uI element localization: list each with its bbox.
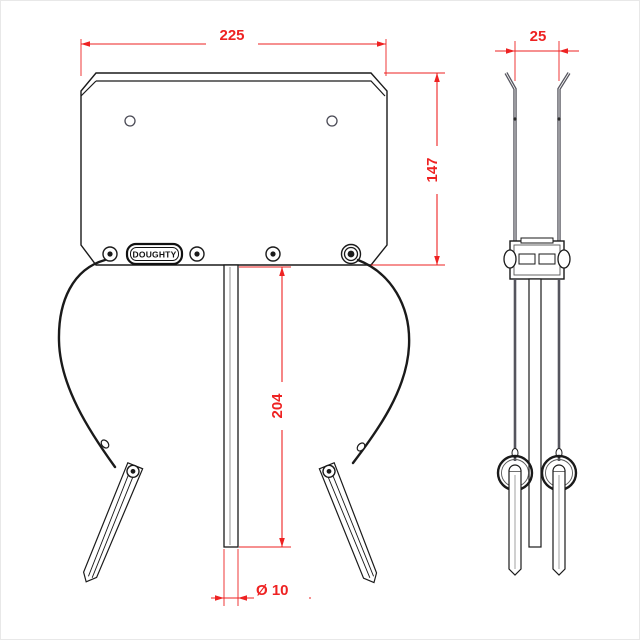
dimension-spigot-diameter: Ø 10 [211, 549, 311, 606]
dimension-height: 147 [371, 72, 446, 266]
bolt-left [102, 246, 118, 262]
bracket-knob-right [557, 249, 571, 269]
safety-cable-left [57, 258, 144, 583]
mounting-hole-left [124, 115, 136, 127]
plate-top-lip [96, 80, 386, 97]
plate-body [80, 72, 388, 266]
rod-left-highlight [505, 72, 516, 241]
dim-dia-arrow-left [215, 595, 224, 601]
rod-left-mark [513, 117, 517, 121]
dimension-depth: 25 [495, 27, 579, 81]
bracket-top-cap [520, 237, 554, 244]
dim-spigot-value: 204 [269, 393, 286, 419]
side-rod-left [504, 72, 517, 241]
rod-left-shaft [504, 72, 517, 241]
dim-depth-text-bg [521, 27, 555, 45]
dim-width-value: 225 [219, 27, 244, 44]
dim-dia-text-bg [254, 581, 309, 599]
bracket-knob-left [503, 249, 517, 269]
side-view [496, 72, 578, 576]
spigot-body [223, 264, 239, 548]
rod-right-mark [557, 117, 561, 121]
logo-badge-inner [130, 247, 179, 261]
rod-right-highlight [558, 72, 570, 241]
dim-depth-arrow-left [506, 48, 515, 54]
bolt-center [265, 246, 281, 262]
doughty-logo: DOUGHTY [125, 242, 184, 266]
plate-outline [80, 72, 388, 266]
dim-spigot-text-bg [273, 382, 291, 430]
cable-left-ferrule [100, 439, 110, 449]
bolt-right [340, 243, 362, 265]
dim-dia-arrow-right [238, 595, 247, 601]
side-spigot [528, 278, 542, 548]
center-spigot [223, 264, 239, 548]
dim-width-text-bg [206, 27, 258, 45]
cable-left-wire [57, 258, 117, 469]
dim-depth-value: 25 [530, 28, 547, 45]
mounting-hole-right [326, 115, 338, 127]
front-view: DOUGHTY [57, 72, 411, 584]
cable-right-clip [318, 461, 378, 584]
dimension-width: 225 [80, 27, 387, 76]
dim-spigot-arrow-bottom [279, 538, 285, 547]
dim-dia-value: Ø 10 [256, 582, 289, 599]
bracket-slot-left [518, 253, 536, 265]
dim-height-text-bg [428, 146, 446, 194]
dim-depth-arrow-right [559, 48, 568, 54]
side-pin-left [508, 464, 522, 576]
bolt-left-inner [189, 246, 205, 262]
cable-left-clip [82, 461, 144, 583]
dimension-spigot-length: 204 [239, 266, 291, 548]
rod-right-shaft [557, 72, 571, 241]
logo-text: DOUGHTY [133, 250, 177, 260]
plate-top-lip-left [80, 80, 97, 97]
safety-cable-right [318, 258, 411, 584]
dim-height-value: 147 [424, 157, 441, 182]
cable-right-wire [351, 258, 411, 465]
dim-height-arrow-top [434, 73, 440, 82]
dim-spigot-arrow-top [279, 267, 285, 276]
dim-width-arrow-right [377, 41, 386, 47]
dim-width-arrow-left [81, 41, 90, 47]
side-bracket-body [503, 237, 571, 280]
side-pin-right [552, 464, 566, 576]
side-rod-right [557, 72, 571, 241]
dim-height-arrow-bottom [434, 256, 440, 265]
cable-right-ferrule [356, 442, 366, 452]
bracket-slot-right [538, 253, 556, 265]
